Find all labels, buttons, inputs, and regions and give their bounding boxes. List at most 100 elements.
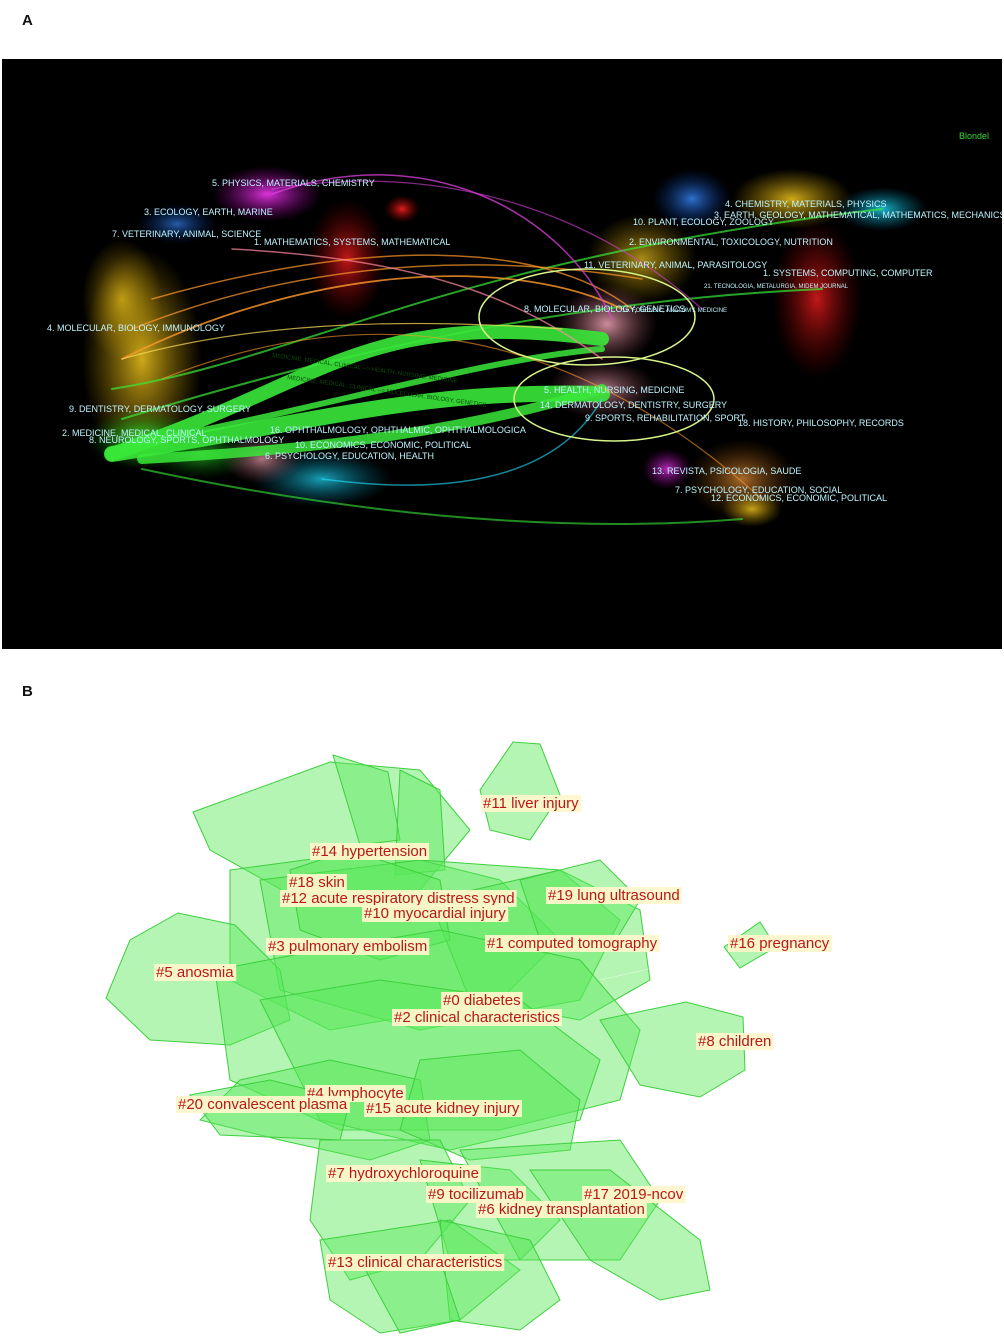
cluster-label: #12 acute respiratory distress synd <box>280 890 517 907</box>
cluster-label: #11 liver injury <box>481 795 582 812</box>
left-map-label: 4. MOLECULAR, BIOLOGY, IMMUNOLOGY <box>47 323 225 333</box>
cluster-label: #9 tocilizumab <box>426 1186 526 1203</box>
cluster-label-box <box>287 874 347 891</box>
cluster-label-box <box>154 964 237 981</box>
right-map-label: 1. SYSTEMS, COMPUTING, COMPUTER <box>763 268 933 278</box>
cluster-label-text: #6 kidney transplantation <box>478 1201 645 1218</box>
cluster-label-text: #5 anosmia <box>156 964 234 981</box>
cluster-label-box <box>310 843 430 860</box>
right-map-label: 12. ECONOMICS, ECONOMIC, POLITICAL <box>711 493 887 503</box>
cluster-label: #10 myocardial injury <box>362 905 509 922</box>
region-r-economics <box>722 491 782 527</box>
region-r-plant <box>652 169 732 229</box>
cluster-label: #0 diabetes <box>441 992 523 1009</box>
cluster-label-box <box>481 795 582 812</box>
cluster-label-text: #11 liver injury <box>483 795 579 812</box>
left-map-label: 9. DENTISTRY, DERMATOLOGY, SURGERY <box>69 404 251 414</box>
region-veterinary <box>82 239 162 359</box>
right-map-label: 8. MOLECULAR, BIOLOGY, GENETICS <box>524 304 685 314</box>
cluster-label-box <box>266 938 430 955</box>
cluster-label: #14 hypertension <box>310 843 430 860</box>
cluster-label-box <box>582 1186 686 1203</box>
left-map-label: 10. ECONOMICS, ECONOMIC, POLITICAL <box>295 440 471 450</box>
right-map-label: 10. PLANT, ECOLOGY, ZOOLOGY <box>633 217 774 227</box>
cluster-label: #5 anosmia <box>154 964 237 981</box>
cluster-label-box <box>476 1201 647 1218</box>
cluster-edges <box>599 939 741 1001</box>
cluster-label-box <box>326 1165 481 1182</box>
cluster-label: #1 computed tomography <box>485 935 660 952</box>
highlight-molecular <box>478 268 696 366</box>
cluster-label-box <box>280 890 517 907</box>
right-map-label: 13. REVISTA, PSICOLOGIA, SAUDE <box>652 466 801 476</box>
cluster-label-text: #7 hydroxychloroquine <box>328 1165 479 1182</box>
cluster-label: #3 pulmonary embolism <box>266 938 430 955</box>
right-map-label: 19. FORENSIC, ANATOMY, MEDICINE <box>622 308 727 314</box>
cluster-label-box <box>696 1033 774 1050</box>
cluster-label-text: #10 myocardial injury <box>364 905 506 922</box>
panel-b-letter: B <box>22 683 33 700</box>
cluster-label-box <box>326 1254 505 1271</box>
cluster-label-text: #17 2019-ncov <box>584 1186 684 1203</box>
left-map-label: 7. VETERINARY, ANIMAL, SCIENCE <box>112 229 261 239</box>
region-mathematics-core <box>384 195 420 223</box>
cluster-network: #11 liver injury #14 hypertension #18 skin… <box>0 700 1004 1339</box>
cluster-label-text: #0 diabetes <box>443 992 521 1009</box>
region-ecology <box>137 204 217 244</box>
cluster-label-box <box>426 1186 526 1203</box>
cluster-label-text: #18 skin <box>289 874 345 891</box>
overlay-brand: Blondel <box>959 131 989 141</box>
cluster-label-text: #13 clinical characteristics <box>328 1254 502 1271</box>
cluster-label: #6 kidney transplantation <box>476 1201 647 1218</box>
highlight-health <box>513 356 715 442</box>
right-map-label: 3. EARTH, GEOLOGY, MATHEMATICAL, MATHEMA… <box>714 210 1002 220</box>
right-map-label: 18. HISTORY, PHILOSOPHY, RECORDS <box>738 418 904 428</box>
cluster-label-text: #9 tocilizumab <box>428 1186 524 1203</box>
left-map-label: 2. MEDICINE, MEDICAL, CLINICAL <box>62 428 207 438</box>
cluster-hulls <box>105 741 777 1334</box>
left-map-label: 8. NEUROLOGY, SPORTS, OPHTHALMOLOGY <box>89 435 284 445</box>
cluster-label-box <box>485 935 660 952</box>
cluster-label-box <box>441 992 523 1009</box>
cluster-label: #13 clinical characteristics <box>326 1254 505 1271</box>
cluster-label-box <box>176 1096 350 1113</box>
cluster-label-text: #8 children <box>698 1033 771 1050</box>
cluster-label: #7 hydroxychloroquine <box>326 1165 481 1182</box>
cluster-label-text: #15 acute kidney injury <box>366 1100 520 1117</box>
cluster-label-text: #12 acute respiratory distress synd <box>282 890 515 907</box>
cluster-label-text: #14 hypertension <box>312 843 427 860</box>
cluster-label-text: #3 pulmonary embolism <box>268 938 427 955</box>
cluster-label-box <box>546 887 682 904</box>
cluster-label: #18 skin <box>287 874 347 891</box>
region-physics <box>212 166 322 222</box>
region-r-chemistry <box>732 169 852 229</box>
right-map-label: 21. TECNOLOGIA, METALURGIA, MIDEM JOURNA… <box>704 284 849 290</box>
left-map-label: 3. ECOLOGY, EARTH, MARINE <box>144 207 273 217</box>
right-map-label: 9. SPORTS, REHABILITATION, SPORT <box>585 413 746 423</box>
region-r-systems <box>772 219 862 379</box>
left-map-label: 6. PSYCHOLOGY, EDUCATION, HEALTH <box>265 451 434 461</box>
right-map-label: 5. HEALTH, NURSING, MEDICINE <box>544 385 684 395</box>
cluster-label-text: #20 convalescent plasma <box>178 1096 348 1113</box>
cluster-label: #15 acute kidney injury <box>364 1100 522 1117</box>
cluster-network-canvas: #11 liver injury #14 hypertension #18 skin… <box>105 741 832 1334</box>
cluster-label: #20 convalescent plasma <box>176 1096 350 1113</box>
cluster-labels: #11 liver injury #14 hypertension #18 skin… <box>154 795 832 1271</box>
cluster-label-box <box>362 905 509 922</box>
left-map-label: 1. MATHEMATICS, SYSTEMS, MATHEMATICAL <box>254 237 450 247</box>
panel-a-letter: A <box>22 12 33 29</box>
cluster-label: #19 lung ultrasound <box>546 887 682 904</box>
right-map-label: 14. DERMATOLOGY, DENTISTRY, SURGERY <box>540 400 727 410</box>
cluster-label: #8 children <box>696 1033 774 1050</box>
cluster-label: #2 clinical characteristics <box>392 1009 562 1026</box>
right-map-label: 2. ENVIRONMENTAL, TOXICOLOGY, NUTRITION <box>629 237 833 247</box>
cluster-label-box <box>392 1009 562 1026</box>
right-map-label: 4. CHEMISTRY, MATERIALS, PHYSICS <box>725 199 887 209</box>
cluster-label-box <box>364 1100 522 1117</box>
right-map-label: 7. PSYCHOLOGY, EDUCATION, SOCIAL <box>675 485 842 495</box>
cluster-label-text: #2 clinical characteristics <box>394 1009 560 1026</box>
cluster-label: #17 2019-ncov <box>582 1186 686 1203</box>
